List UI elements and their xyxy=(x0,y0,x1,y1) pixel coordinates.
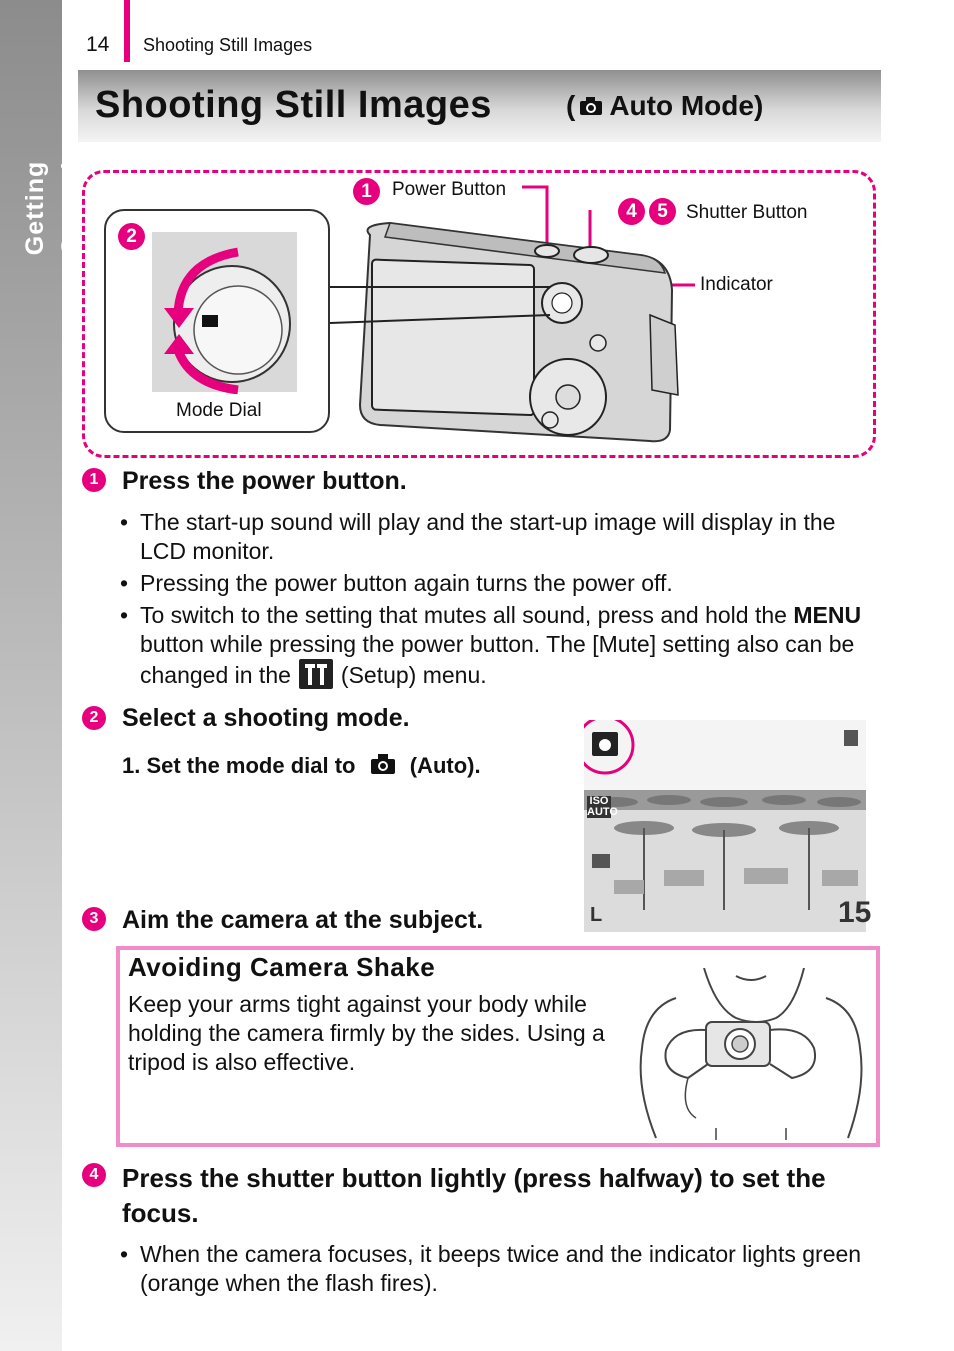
step-2-number: 2 xyxy=(82,706,106,730)
camera-illustration xyxy=(329,185,695,443)
camera-auto-icon xyxy=(370,754,395,774)
person-holding-camera-illustration xyxy=(639,968,863,1140)
step-1-number: 1 xyxy=(82,468,106,492)
shutter-button-label: Shutter Button xyxy=(686,202,808,223)
mode-dial-marker: 2 xyxy=(118,223,145,250)
page-title: Shooting Still Images xyxy=(95,84,492,126)
step-4-bullets: When the camera focuses, it beeps twice … xyxy=(118,1240,878,1301)
step-4-bullet: When the camera focuses, it beeps twice … xyxy=(118,1240,878,1298)
step-2-substep: 1. Set the mode dial to (Auto). xyxy=(122,753,481,778)
shutter-marker-5: 5 xyxy=(649,198,676,225)
indicator-label: Indicator xyxy=(700,274,773,295)
side-band xyxy=(0,0,62,1351)
page-subtitle: (Auto Mode) xyxy=(566,90,764,121)
step-1-bullets: The start-up sound will play and the sta… xyxy=(118,508,878,693)
running-title: Shooting Still Images xyxy=(143,35,313,55)
header-accent-bar xyxy=(124,0,130,62)
setup-menu-icon xyxy=(298,659,333,689)
mode-dial-label: Mode Dial xyxy=(176,400,262,421)
step-1-heading: Press the power button. xyxy=(122,467,407,495)
iso-indicator: ISO AUTO xyxy=(587,795,618,818)
camera-auto-icon xyxy=(580,97,603,115)
title-band xyxy=(78,70,881,142)
step-2-heading: Select a shooting mode. xyxy=(122,704,410,732)
step-4-number: 4 xyxy=(82,1163,106,1187)
menu-button-name: MENU xyxy=(793,602,862,628)
shots-remaining: 15 xyxy=(838,896,872,929)
step-4-heading: Press the shutter button lightly (press … xyxy=(122,1163,826,1228)
page-number: 14 xyxy=(86,33,110,56)
image-size-indicator: L xyxy=(590,904,603,926)
step-1-bullet: The start-up sound will play and the sta… xyxy=(118,508,878,566)
camera-diagram-frame xyxy=(82,170,876,458)
step-3-number: 3 xyxy=(82,907,106,931)
power-button-label: Power Button xyxy=(392,179,507,200)
tip-text: Keep your arms tight against your body w… xyxy=(128,991,605,1075)
shutter-marker-4: 4 xyxy=(618,198,645,225)
step-3-heading: Aim the camera at the subject. xyxy=(122,906,484,934)
mode-dial-closeup xyxy=(152,232,297,394)
step-1-bullet: Pressing the power button again turns th… xyxy=(118,569,878,598)
tip-title: Avoiding Camera Shake xyxy=(128,952,436,982)
lcd-preview-image xyxy=(584,720,866,932)
power-button-marker: 1 xyxy=(353,178,380,205)
side-tab-label: Getting Started xyxy=(21,160,85,256)
step-1-bullet: To switch to the setting that mutes all … xyxy=(118,601,878,690)
